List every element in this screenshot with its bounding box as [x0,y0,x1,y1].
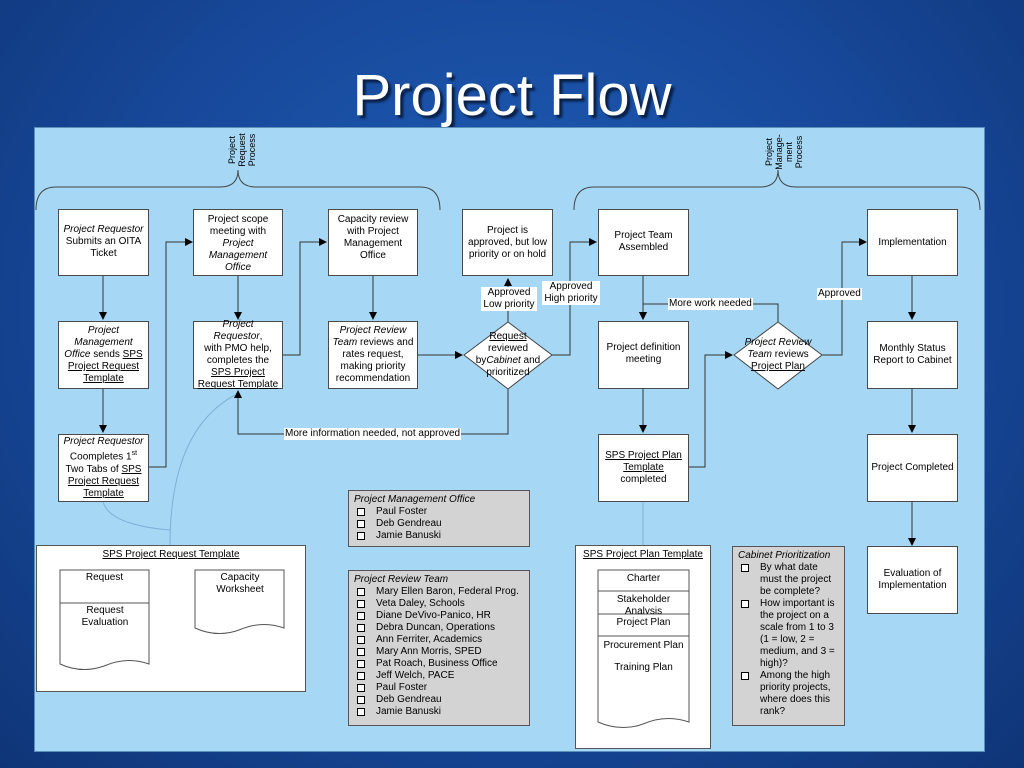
cabinet-criterion: How important is the project on a scale … [738,598,839,670]
edge-label-approved: Approved [817,288,862,300]
edge-label-more-info: More information needed, not approved [284,428,462,440]
node-approved-low-priority: Project is approved, but low priority or… [462,209,553,276]
review-team-member: Paul Foster [354,682,524,694]
training-plan-doc: Training Plan [614,662,673,673]
management-process-brace [573,169,981,211]
procurement-plan-doc: Procurement Plan [603,640,684,651]
capacity-worksheet-doc: Capacity Worksheet [216,572,264,595]
review-team-member: Veta Daley, Schools [354,598,524,610]
request-template-title: SPS Project Request Template [102,549,240,560]
page-title: Project Flow [352,63,672,128]
pmo-member: Paul Foster [354,506,524,518]
review-team-member: Diane DeVivo-Panico, HR [354,610,524,622]
plan-review-diamond [733,321,823,390]
request-process-brace [35,169,441,211]
edge-label-more-work: More work needed [668,298,753,310]
review-team-member: Mary Ellen Baron, Federal Prog. [354,586,524,598]
node-project-completed: Project Completed [867,434,958,502]
review-team-member: Jeff Welch, PACE [354,670,524,682]
node-capacity-review: Capacity review with Project Management … [328,209,418,276]
edge-label-approved-low: Approved Low priority [481,287,537,311]
cabinet-criterion: By what date must the project be complet… [738,562,839,598]
node-definition-meeting: Project definition meeting [598,321,689,389]
node-implementation: Implementation [867,209,958,276]
review-team-member: Mary Ann Morris, SPED [354,646,524,658]
plan-template-box: SPS Project Plan Template Charter Stakeh… [575,545,711,749]
pmo-member: Jamie Banuski [354,530,524,542]
project-plan-doc: Project Plan [616,617,671,628]
request-template-box: SPS Project Request Template Request Req… [36,545,306,692]
node-monthly-status: Monthly Status Report to Cabinet [867,321,958,389]
request-evaluation-doc: Request Evaluation [81,605,129,628]
node-team-assembled: Project Team Assembled [598,209,689,276]
review-team-member: Debra Duncan, Operations [354,622,524,634]
cabinet-criterion: Among the high priority projects, where … [738,670,839,718]
cabinet-review-diamond [463,321,553,390]
review-team-box: Project Review Team Mary Ellen Baron, Fe… [348,570,530,726]
review-team-member: Jamie Banuski [354,706,524,718]
review-team-member: Deb Gendreau [354,694,524,706]
node-evaluation: Evaluation of Implementation [867,546,958,614]
review-team-member: Ann Ferriter, Academics [354,634,524,646]
review-team-member: Pat Roach, Business Office [354,658,524,670]
stakeholder-doc: Stakeholder Analysis [616,594,671,614]
cabinet-prioritization-box: Cabinet Prioritization By what date must… [732,546,845,726]
edge-label-approved-high: Approved High priority [542,281,600,305]
plan-template-title: SPS Project Plan Template [583,549,703,560]
node-requestor-with-pmo: Project Requestor,with PMO help,complete… [193,319,283,390]
request-doc: Request [85,572,124,583]
pmo-member: Deb Gendreau [354,518,524,530]
charter-doc: Charter [626,573,661,584]
node-review-team-rates: Project Review Team reviews and rates re… [328,321,418,389]
